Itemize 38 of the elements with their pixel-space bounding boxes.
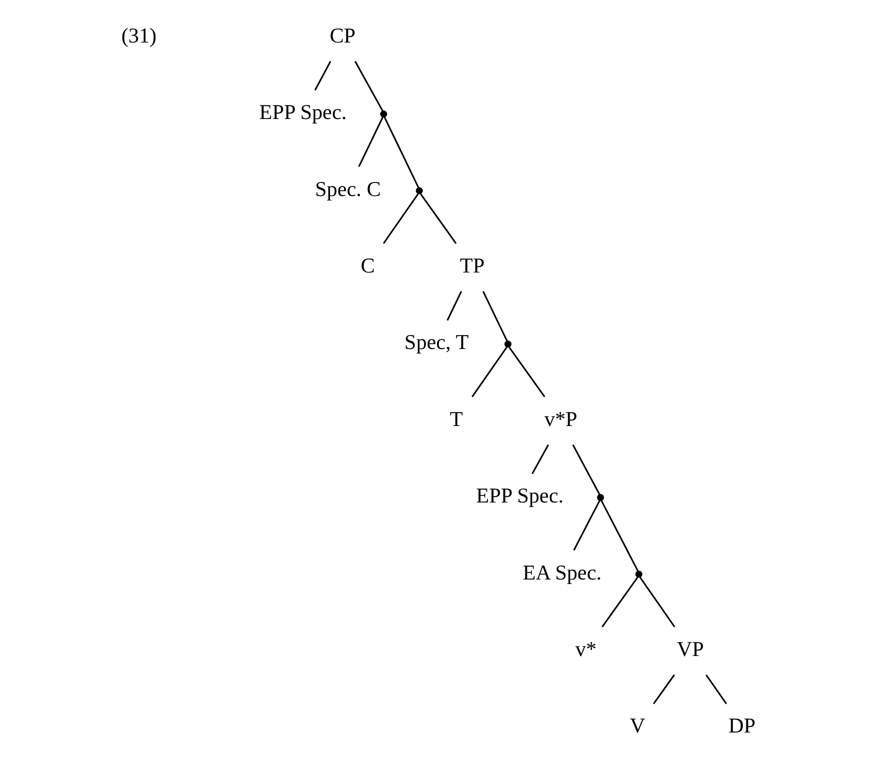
label: (31) <box>120 23 156 48</box>
connector <box>314 60 331 91</box>
node-text: VP <box>676 636 704 661</box>
connector <box>383 116 419 188</box>
connector <box>382 193 418 244</box>
connector <box>652 674 674 704</box>
connector <box>446 291 462 321</box>
connector <box>482 291 508 342</box>
node-text: EPP Spec. <box>476 484 563 508</box>
connector <box>600 500 638 572</box>
connector <box>572 500 600 551</box>
node-text: C <box>360 253 374 278</box>
node-text: T <box>449 406 462 431</box>
node-point <box>380 110 387 118</box>
connector <box>508 346 545 398</box>
connector <box>354 60 383 112</box>
connector <box>705 674 726 704</box>
node-text: V <box>629 714 645 738</box>
connector <box>572 444 600 495</box>
node-point <box>504 340 511 348</box>
node-point <box>415 187 422 194</box>
node-text: TP <box>459 253 484 278</box>
connector <box>420 193 456 244</box>
node-text: CP <box>329 23 356 48</box>
connector <box>601 576 638 628</box>
node-point <box>634 570 642 578</box>
connector <box>638 576 675 628</box>
node-text: Spec. C <box>314 176 380 201</box>
node-text: EPP Spec. <box>258 100 346 124</box>
connector <box>531 444 548 474</box>
node-text: v* <box>574 636 596 661</box>
node-text: DP <box>728 714 756 738</box>
connector <box>471 346 507 398</box>
node-text: EA Spec. <box>522 560 602 584</box>
node-text: v*P <box>544 406 577 431</box>
connector <box>358 116 383 168</box>
node-point <box>596 494 604 502</box>
node-text: Spec, T <box>404 330 468 354</box>
